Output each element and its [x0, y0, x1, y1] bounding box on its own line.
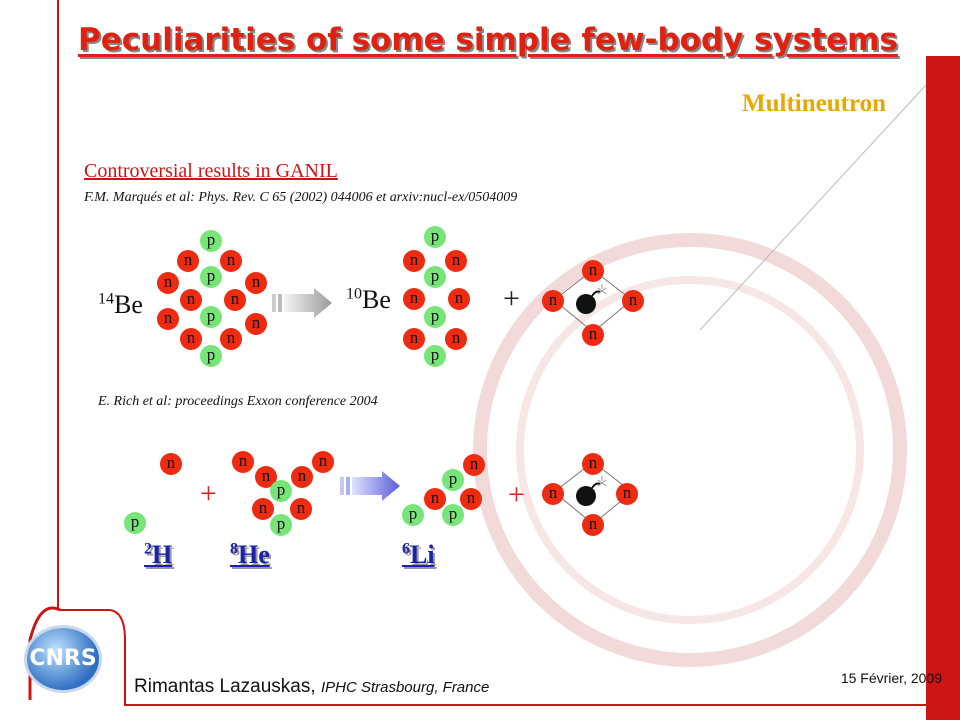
- neutron: n: [312, 451, 334, 473]
- neutron: n: [220, 250, 242, 272]
- proton: p: [442, 504, 464, 526]
- neutron: n: [245, 272, 267, 294]
- section-heading: Controversial results in GANIL: [84, 160, 338, 183]
- neutron: n: [177, 250, 199, 272]
- reference-rich: E. Rich et al: proceedings Exxon confere…: [98, 394, 378, 410]
- neutron: n: [232, 451, 254, 473]
- neutron: n: [582, 453, 604, 475]
- neutron: n: [622, 290, 644, 312]
- neutron: n: [460, 488, 482, 510]
- proton: p: [442, 469, 464, 491]
- proton: p: [402, 504, 424, 526]
- neutron: n: [403, 288, 425, 310]
- neutron: n: [160, 453, 182, 475]
- neutron: n: [582, 260, 604, 282]
- proton: p: [424, 226, 446, 248]
- plus-sign: +: [200, 477, 217, 511]
- proton: p: [270, 514, 292, 536]
- reference-marques: F.M. Marqués et al: Phys. Rev. C 65 (200…: [84, 190, 517, 206]
- neutron: n: [424, 488, 446, 510]
- neutron: n: [252, 498, 274, 520]
- proton: p: [124, 512, 146, 534]
- neutron: n: [245, 313, 267, 335]
- nucleus-be10-label: 10Be: [346, 285, 391, 315]
- proton: p: [200, 345, 222, 367]
- neutron: n: [448, 288, 470, 310]
- nucleus-li6-label: 6Li: [402, 540, 435, 570]
- arrow-right-icon: [272, 288, 334, 318]
- neutron: n: [157, 308, 179, 330]
- proton: p: [200, 266, 222, 288]
- proton: p: [270, 480, 292, 502]
- arrow-right-icon: [340, 471, 402, 501]
- page-title: Peculiarities of some simple few-body sy…: [78, 22, 898, 58]
- neutron: n: [445, 328, 467, 350]
- bomb-icon: [572, 282, 608, 318]
- proton: p: [424, 306, 446, 328]
- nucleus-he8-label: 8He: [230, 540, 270, 570]
- proton: p: [424, 266, 446, 288]
- neutron: n: [542, 483, 564, 505]
- bomb-icon: [572, 474, 608, 510]
- neutron: n: [542, 290, 564, 312]
- neutron: n: [582, 324, 604, 346]
- footer-author: Rimantas Lazauskas, IPHC Strasbourg, Fra…: [134, 676, 489, 698]
- right-accent-bar: [926, 56, 960, 720]
- cnrs-logo: CNRS: [27, 628, 99, 690]
- proton: p: [424, 345, 446, 367]
- neutron: n: [463, 454, 485, 476]
- footer-date: 15 Février, 2009: [841, 670, 942, 686]
- nucleus-h2-label: 2H: [144, 540, 172, 570]
- neutron: n: [224, 289, 246, 311]
- neutron: n: [445, 250, 467, 272]
- neutron: n: [180, 328, 202, 350]
- page-subtitle: Multineutron: [742, 90, 886, 118]
- plus-sign: +: [508, 478, 525, 512]
- nucleus-be14-label: 14Be: [98, 290, 143, 320]
- plus-sign: +: [503, 282, 520, 316]
- neutron: n: [220, 328, 242, 350]
- neutron: n: [616, 483, 638, 505]
- neutron: n: [403, 328, 425, 350]
- left-accent-line: [57, 0, 59, 610]
- neutron: n: [157, 272, 179, 294]
- neutron: n: [291, 466, 313, 488]
- neutron: n: [403, 250, 425, 272]
- neutron: n: [582, 514, 604, 536]
- proton: p: [200, 306, 222, 328]
- proton: p: [200, 230, 222, 252]
- neutron: n: [180, 289, 202, 311]
- neutron: n: [290, 498, 312, 520]
